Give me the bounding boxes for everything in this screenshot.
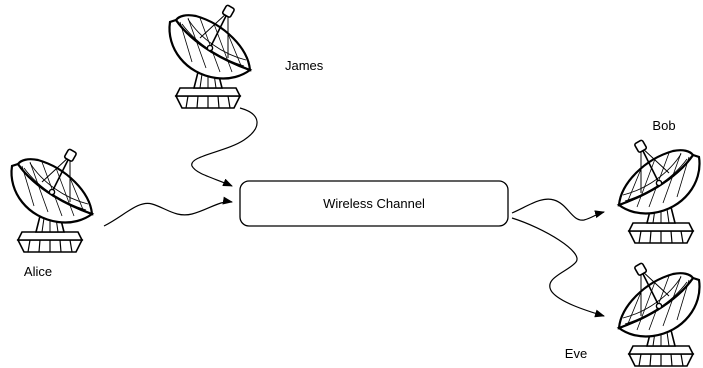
bob-antenna xyxy=(617,138,701,245)
eve-antenna xyxy=(617,261,701,368)
james-label: James xyxy=(285,58,324,73)
channel-to-bob-arrow xyxy=(511,198,605,221)
james-to-channel-arrow xyxy=(191,107,258,187)
eve-label: Eve xyxy=(565,346,587,361)
satellite-dish-icon xyxy=(617,138,701,245)
satellite-dish-icon xyxy=(10,147,94,254)
bob-label: Bob xyxy=(652,118,675,133)
james-antenna xyxy=(168,3,252,110)
wireless-channel-label: Wireless Channel xyxy=(323,196,425,211)
channel-to-eve-arrow xyxy=(511,217,605,318)
alice-to-channel-arrow xyxy=(103,196,233,227)
alice-antenna xyxy=(10,147,94,254)
satellite-dish-icon xyxy=(168,3,252,110)
alice-label: Alice xyxy=(24,264,52,279)
satellite-dish-icon xyxy=(617,261,701,368)
wireless-channel-box xyxy=(239,180,509,227)
